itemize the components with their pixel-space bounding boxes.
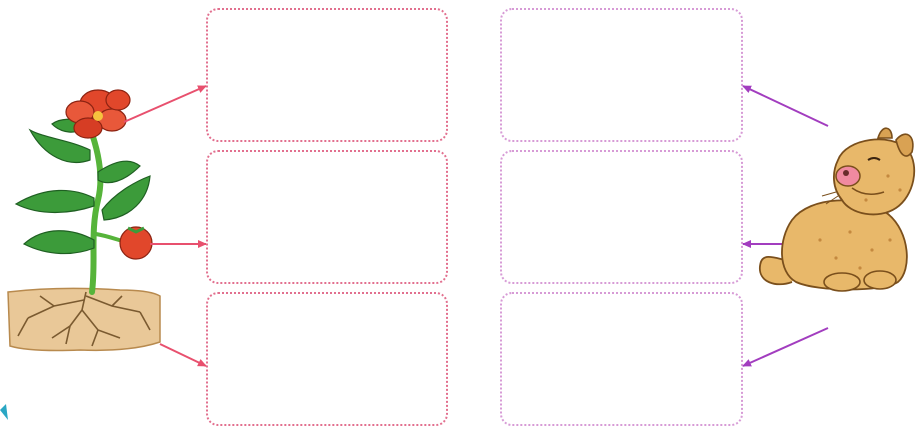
dog-body (782, 200, 907, 289)
fruit (120, 227, 152, 259)
dog-tail (760, 257, 800, 284)
plant-part-answer-fruit[interactable] (216, 160, 438, 274)
leaf (102, 176, 150, 220)
sitting-dog-icon (760, 128, 914, 291)
leaf (16, 190, 94, 212)
leaf (24, 231, 94, 254)
dog-eye (868, 158, 880, 160)
dog-ear (878, 128, 892, 138)
plant-part-box-roots[interactable] (206, 292, 448, 426)
dog-nose (836, 166, 860, 186)
plant-part-box-flower[interactable] (206, 8, 448, 142)
animal-part-box-bottom[interactable] (500, 292, 743, 426)
animal-part-box-top[interactable] (500, 8, 743, 142)
arrow-animal-bottom (743, 328, 828, 366)
dog-paw (864, 271, 896, 289)
dog-head (834, 139, 914, 214)
plant-part-answer-roots[interactable] (216, 302, 438, 416)
animal-part-answer-top[interactable] (510, 18, 733, 132)
leaf (98, 161, 140, 182)
dog-paw (824, 273, 860, 291)
plant-part-answer-flower[interactable] (216, 18, 438, 132)
plant-part-box-fruit[interactable] (206, 150, 448, 284)
corner-mark (0, 404, 8, 420)
arrow-flower (124, 86, 206, 122)
animal-part-box-middle[interactable] (500, 150, 743, 284)
plant-with-flower-fruit-and-roots-icon (8, 90, 160, 351)
leaf (30, 130, 90, 162)
arrow-roots (160, 344, 206, 366)
roots (18, 292, 150, 346)
animal-part-answer-middle[interactable] (510, 160, 733, 274)
leaf (52, 119, 86, 132)
animal-part-answer-bottom[interactable] (510, 302, 733, 416)
stem (90, 128, 100, 292)
arrow-animal-top (743, 86, 828, 126)
dog-ear (896, 134, 913, 156)
soil-block (8, 288, 160, 350)
flower (66, 90, 130, 138)
